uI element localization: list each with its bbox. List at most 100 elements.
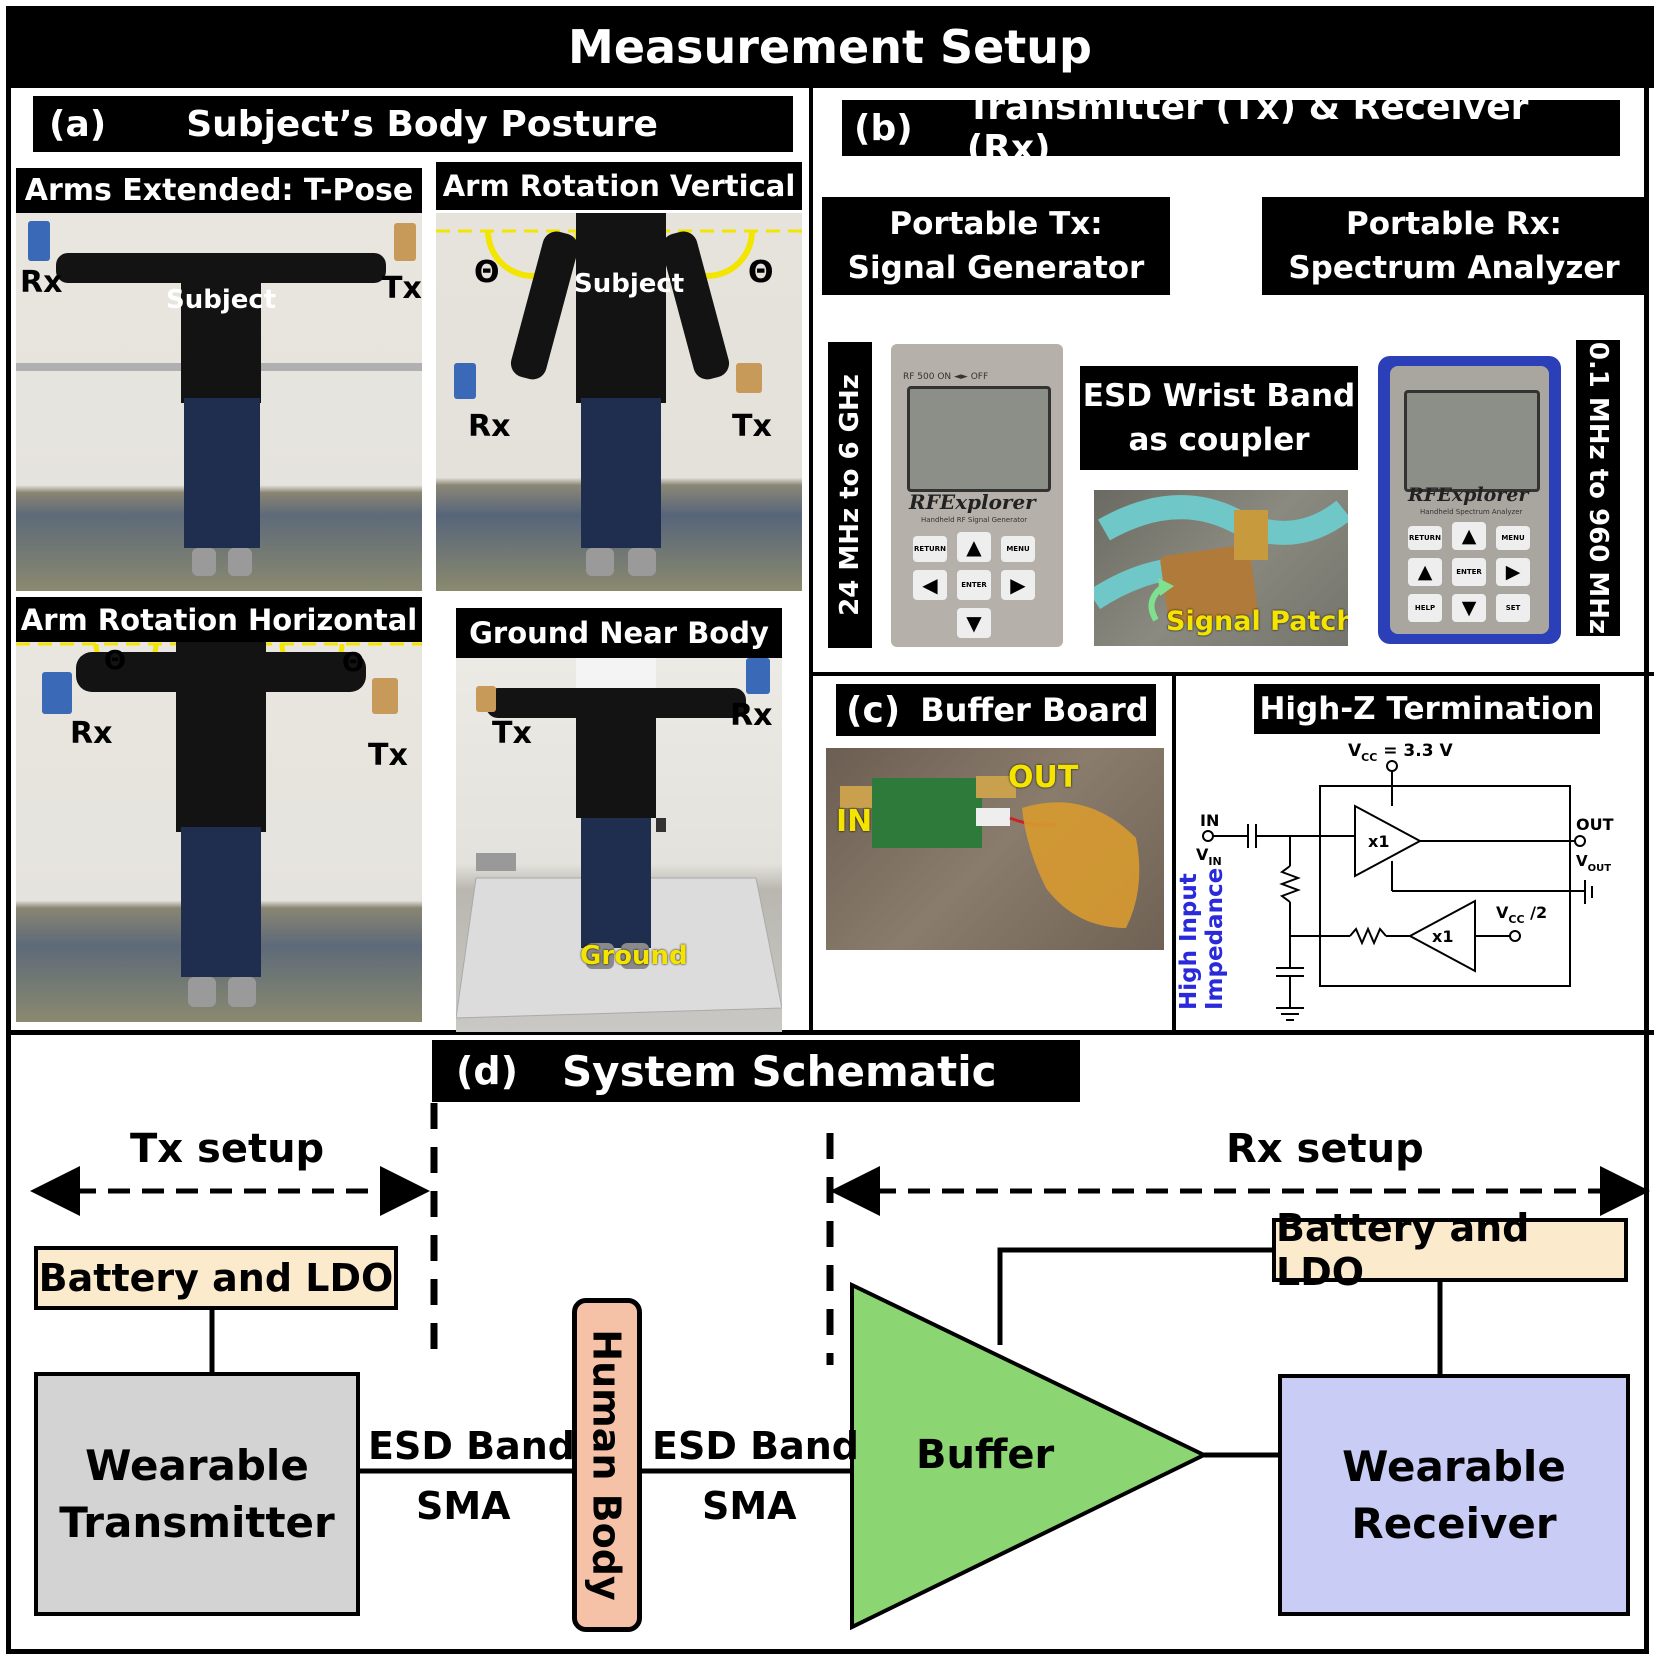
tx-device-sub: Handheld RF Signal Generator [921,516,1028,524]
rx-key-help: HELP [1408,594,1442,622]
caption-t-pose-bar: Arms Extended: T-Pose [16,168,422,213]
rx-setup-label: Rx setup [1226,1126,1424,1172]
receiver-line1: Wearable [1342,1442,1566,1491]
vertical-subject-label: Subject [574,269,685,299]
human-body-label: Human Body [585,1329,630,1601]
caption-vertical-bar: Arm Rotation Vertical [436,162,802,210]
esd-band-photo: Signal Patch [1094,490,1348,646]
t-pose-rx-label: Rx [20,265,63,300]
rx-device-sub: Handheld Spectrum Analyzer [1420,508,1523,516]
tx-key-menu: MENU [1001,536,1035,562]
tx-key-down: ▼ [957,608,991,638]
photo-arm-horizontal: Θ Θ Rx Tx [16,642,422,1022]
transmitter-line2: Transmitter [59,1498,335,1547]
panel-b-heading: Transmitter (Tx) & Receiver (Rx) [966,87,1529,169]
high-z-circuit: VCC = 3.3 V IN VIN x1 OUT VOUT [1196,741,1614,1021]
amp2-gain: x1 [1432,927,1453,946]
caption-vertical: Arm Rotation Vertical [442,169,796,203]
ground-tx-label: Tx [492,716,532,751]
panel-b-header: (b) Transmitter (Tx) & Receiver (Rx) [842,87,1620,169]
horizontal-rx-label: Rx [70,716,113,751]
buffer-board-photo: IN OUT [826,748,1164,950]
half-vcc-label: VCC /2 [1496,903,1547,926]
esd-right-line2: SMA [702,1484,797,1528]
tx-device-photo: RF 500 ON ◄► OFF RFExplorer Handheld RF … [891,344,1063,647]
panel-c-heading: Buffer Board [920,691,1149,729]
signal-patch-label: Signal Patch [1166,606,1348,637]
vertical-figure [436,213,802,576]
ground-label: Ground [580,941,688,971]
portable-rx-line1: Portable Rx: [1346,206,1562,242]
esd-right-line1: ESD Band [652,1424,859,1468]
rx-battery-label: Battery and LDO [1276,1206,1530,1294]
tx-setup-label: Tx setup [130,1126,325,1172]
panel-d-tag: (d) [456,1049,518,1093]
tx-device-screen [907,386,1051,492]
caption-ground-bar: Ground Near Body [456,608,782,658]
vin-label: VIN [1196,845,1222,868]
receiver-line2: Receiver [1351,1499,1557,1548]
tx-key-up: ▲ [957,532,991,562]
termination-header: High-Z Termination [1254,684,1600,734]
buffer-out-label: OUT [1008,760,1079,795]
main-title: Measurement Setup [568,20,1092,74]
panel-b-tag: (b) [854,107,913,149]
impedance-line2: Impedance [1202,867,1228,1010]
panel-c-header: (c) Buffer Board [836,684,1156,736]
photo-t-pose: Rx Tx Subject [16,213,422,591]
divider-vertical-ab [809,88,813,1033]
tx-key-enter: ENTER [957,570,991,600]
panel-a-heading: Subject’s Body Posture [186,103,658,145]
photo-arm-vertical: Θ Θ Subject Rx Tx [436,213,802,591]
rx-key-right: ▶ [1496,558,1530,586]
t-pose-figure [16,221,422,576]
horizontal-theta-left: Θ [104,646,127,676]
out-text: OUT [1576,815,1614,834]
caption-ground: Ground Near Body [469,616,769,650]
horizontal-tx-label: Tx [368,738,408,773]
amp1-gain: x1 [1368,832,1389,851]
system-schematic [30,1103,1650,1631]
tx-device-brand: RFExplorer [909,490,1036,514]
impedance-line1: High Input [1176,873,1202,1010]
rx-key-set: SET [1496,594,1530,622]
rx-key-enter: ENTER [1452,558,1486,586]
rx-key-return: RETURN [1408,526,1442,550]
rx-range: 0.1 MHz to 960 MHz [1583,341,1613,635]
divider-horizontal-d [6,1030,1654,1035]
esd-box: ESD Wrist Band as coupler [1080,366,1358,470]
vout-label: VOUT [1576,852,1611,874]
panel-d-header: (d) System Schematic [432,1040,1080,1102]
tx-device-top-text: RF 500 ON ◄► OFF [903,372,989,382]
tx-key-return: RETURN [913,536,947,562]
transmitter-line1: Wearable [85,1441,309,1490]
rx-key-down: ▼ [1452,594,1486,622]
rx-key-left: ▲ [1408,558,1442,586]
esd-left-line2: SMA [416,1484,511,1528]
rx-battery-box: Battery and LDO [1272,1206,1628,1294]
rx-device-screen [1404,390,1540,492]
buffer-triangle [850,1281,1209,1631]
horizontal-figure [16,642,422,1007]
rx-device-brand: RFExplorer [1408,484,1529,506]
portable-rx-box: Portable Rx: Spectrum Analyzer [1262,197,1646,295]
portable-tx-line1: Portable Tx: [889,206,1103,242]
esd-box-line2: as coupler [1128,422,1310,458]
portable-tx-line2: Signal Generator [847,250,1145,286]
vertical-rx-label: Rx [468,409,511,444]
caption-horizontal: Arm Rotation Horizontal [20,602,418,637]
portable-tx-box: Portable Tx: Signal Generator [822,197,1170,295]
wearable-receiver-box: Wearable Receiver [1278,1374,1630,1616]
vcc-label: VCC = 3.3 V [1348,741,1453,764]
panel-c-tag: (c) [846,689,901,731]
tx-key-left: ◀ [913,570,947,600]
vertical-theta-left: Θ [474,255,500,290]
vertical-tx-label: Tx [732,409,772,444]
in-text: IN [1200,811,1219,830]
t-pose-subject-label: Subject [166,285,277,315]
rx-key-menu: MENU [1496,526,1530,550]
horizontal-theta-right: Θ [342,648,365,678]
panel-a-tag: (a) [49,103,107,145]
rx-device-photo: RFExplorer Handheld Spectrum Analyzer RE… [1378,356,1561,644]
